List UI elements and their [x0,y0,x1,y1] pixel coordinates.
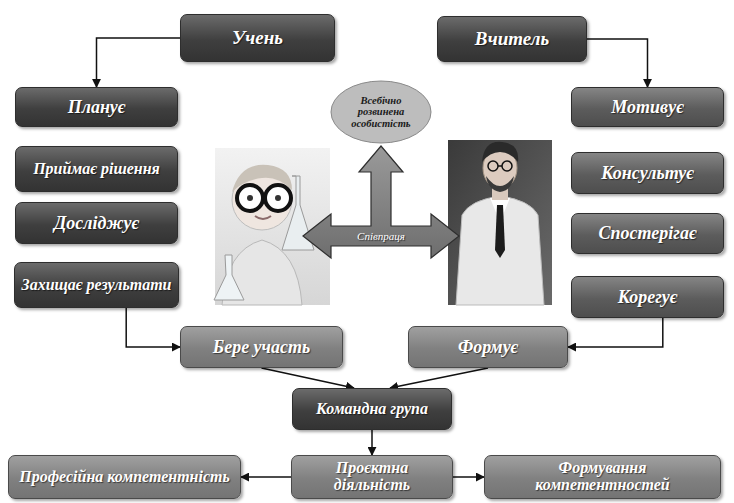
node-text: Учень [232,28,283,48]
role-box: Формує [408,326,568,368]
flow-arrow [587,39,648,87]
node-text: Досліджує [54,214,139,233]
node-text: Командна група [316,401,428,418]
flow-arrow [126,308,180,347]
flow-arrow [453,476,484,478]
action-box: Корегує [571,276,724,318]
role-box: Бере участь [180,326,343,368]
node-text: Планує [68,98,126,117]
cooperation-arrow [303,146,459,258]
node-text: Спостерігає [599,224,697,243]
activity-box: Проєктна діяльність [291,455,453,499]
action-box: Консультує [571,152,724,194]
team-box: Командна група [292,388,452,430]
flow-arrow [262,368,355,388]
node-text: Вчитель [475,29,549,49]
action-box: Планує [15,87,178,127]
node-text: Всебічно розвинена особистість [344,95,418,128]
student-photo [214,148,330,305]
flow-arrow [390,368,488,388]
goal-ellipse: Всебічно розвинена особистість [330,80,432,144]
flow-arrow [371,430,373,455]
node-text: Формування компетентностей [491,460,714,494]
result-box: Формування компетентностей [484,455,721,499]
node-text: Проєктна діяльність [298,460,446,494]
node-text: Консультує [601,164,693,183]
flow-arrow [568,318,663,347]
node-text: Бере участь [213,338,311,357]
node-text: Захищає результати [21,277,171,294]
result-box: Професійна компетентність [8,455,241,499]
actor-box: Вчитель [437,16,587,62]
teacher-photo [448,140,552,305]
action-box: Захищає результати [14,262,179,308]
action-box: Мотивує [571,87,724,127]
action-box: Приймає рішення [15,146,178,192]
node-text: Формує [458,338,518,357]
action-box: Спостерігає [571,213,724,254]
node-text: Корегує [618,288,678,307]
node-text: Приймає рішення [33,161,160,178]
node-text: Професійна компетентність [19,469,230,486]
actor-box: Учень [180,14,335,62]
node-text: Мотивує [611,98,683,117]
flow-arrow [97,38,181,87]
action-box: Досліджує [15,202,178,244]
flow-arrow [241,476,291,478]
cooperation-label: Співпраця [331,226,431,246]
